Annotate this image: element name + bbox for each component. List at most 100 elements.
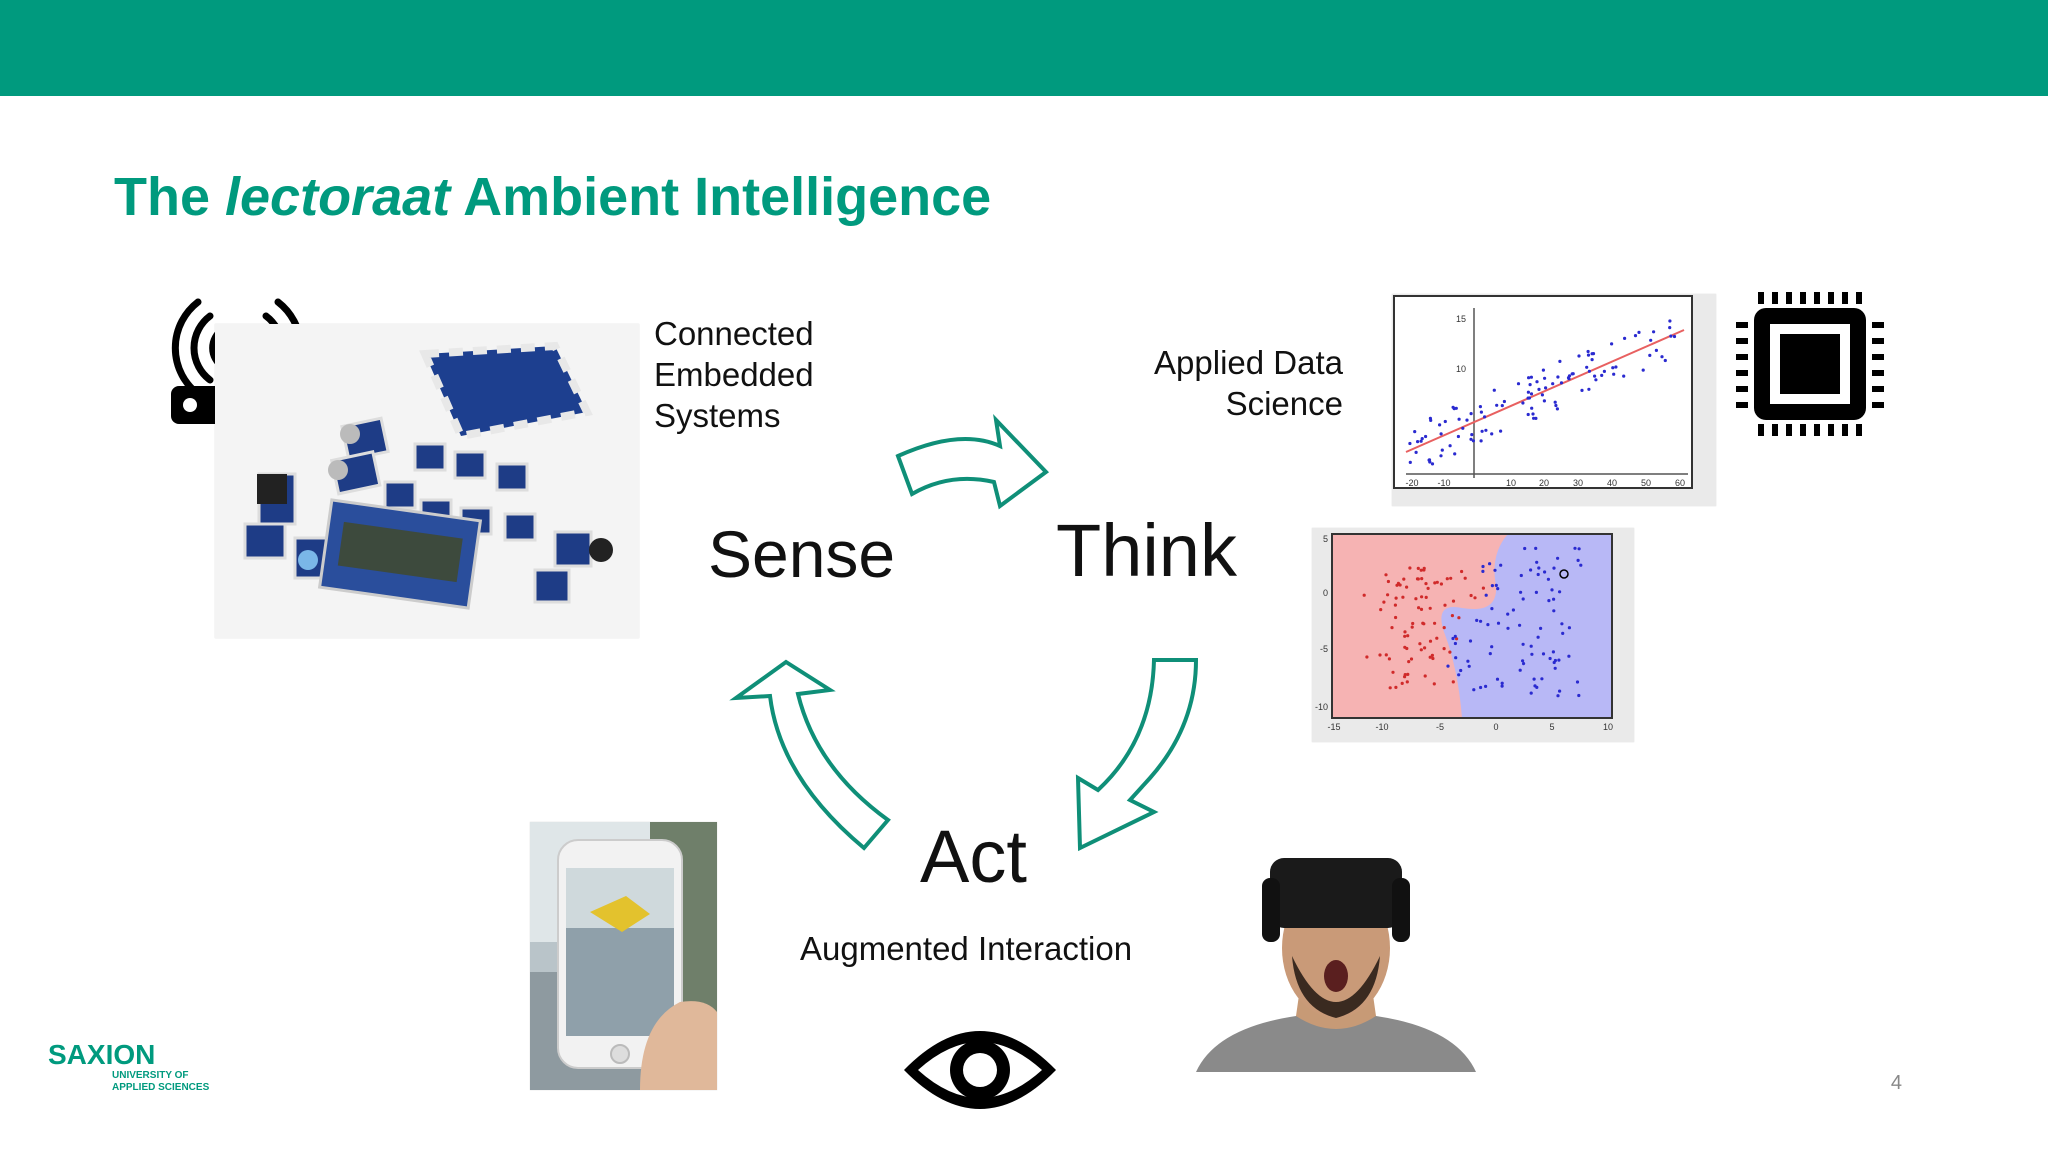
plot-dot xyxy=(1424,595,1428,599)
plot-dot xyxy=(1490,432,1494,436)
plot-dot xyxy=(1551,650,1555,654)
plot-dot xyxy=(1496,587,1500,591)
plot-dot xyxy=(1541,368,1545,372)
plot-dot xyxy=(1490,645,1494,649)
plot-dot xyxy=(1439,432,1443,436)
plot-dot xyxy=(1529,691,1533,695)
plot-dot xyxy=(1443,603,1447,607)
x-tick-label: 40 xyxy=(1607,478,1617,488)
plot-dot xyxy=(1455,637,1459,641)
plot-dot xyxy=(1552,566,1556,570)
plot-dot xyxy=(1384,653,1388,657)
plot-dot xyxy=(1529,392,1534,396)
plot-dot xyxy=(1454,656,1458,660)
plot-dot xyxy=(1516,382,1521,386)
plot-dot xyxy=(1391,670,1395,674)
plot-dot xyxy=(1611,366,1615,370)
plot-dot xyxy=(1442,647,1446,651)
plot-dot xyxy=(1567,654,1571,658)
plot-dot xyxy=(1506,612,1510,616)
plot-dot xyxy=(1379,608,1383,612)
plot-dot xyxy=(1580,388,1584,392)
plot-dot xyxy=(1591,352,1596,356)
y-tick-label: 5 xyxy=(1323,534,1328,544)
plot-dot xyxy=(1519,590,1523,594)
plot-dot xyxy=(1480,429,1484,433)
x-tick-label: 20 xyxy=(1539,478,1549,488)
plot-dot xyxy=(1637,330,1641,334)
plot-dot xyxy=(1483,415,1487,419)
plot-dot xyxy=(1535,560,1539,564)
plot-dot xyxy=(1400,681,1404,685)
plot-dot xyxy=(1394,596,1398,600)
plot-dot xyxy=(1500,684,1504,688)
plot-dot xyxy=(1393,603,1397,607)
plot-dot xyxy=(1390,626,1394,630)
plot-dot xyxy=(1542,399,1546,403)
plot-dot xyxy=(1633,334,1638,338)
plot-dot xyxy=(1398,583,1402,587)
plot-dot xyxy=(1402,577,1406,581)
y-tick-label: 15 xyxy=(1456,314,1466,324)
plot-dot xyxy=(1600,373,1604,377)
x-tick-label: 30 xyxy=(1573,478,1583,488)
plot-dot xyxy=(1537,387,1541,391)
plot-dot xyxy=(1479,619,1483,623)
plot-dot xyxy=(1553,400,1557,404)
plot-dot xyxy=(1469,593,1473,598)
plot-dot xyxy=(1579,563,1583,567)
plot-dot xyxy=(1577,354,1581,358)
plot-dot xyxy=(1654,348,1658,352)
plot-dot xyxy=(1415,577,1420,581)
plot-dot xyxy=(1672,334,1677,339)
plot-dot xyxy=(1521,597,1525,601)
plot-dot xyxy=(1518,623,1522,627)
plot-dot xyxy=(1548,656,1552,661)
plot-dot xyxy=(1527,376,1531,380)
plot-dot xyxy=(1493,568,1497,572)
x-tick-label: -5 xyxy=(1436,722,1444,732)
plot-dot xyxy=(1534,546,1538,550)
plot-dot xyxy=(1660,355,1664,359)
plot-dot xyxy=(1570,372,1574,376)
plot-dot xyxy=(1586,349,1590,354)
plot-dot xyxy=(1531,412,1535,416)
plot-dot xyxy=(1511,608,1515,612)
plot-dot xyxy=(1555,407,1559,411)
plot-dot xyxy=(1429,418,1433,422)
plot-dot xyxy=(1448,444,1452,448)
plot-dot xyxy=(1529,568,1533,572)
plot-dot xyxy=(1365,655,1369,659)
x-tick-label: 10 xyxy=(1506,478,1516,488)
plot-dot xyxy=(1534,416,1538,420)
plot-dot xyxy=(1387,657,1391,661)
plot-dot xyxy=(1453,634,1457,638)
plot-dot xyxy=(1550,588,1554,592)
plot-dot xyxy=(1556,375,1560,379)
plot-dot xyxy=(1439,582,1443,586)
plot-dot xyxy=(1587,387,1591,391)
plot-dot xyxy=(1362,593,1366,597)
plot-dot xyxy=(1414,450,1418,454)
y-tick-label: 10 xyxy=(1456,364,1466,374)
plot-dot xyxy=(1526,390,1530,394)
x-tick-label: 0 xyxy=(1493,722,1498,732)
x-tick-label: 60 xyxy=(1675,478,1685,488)
plot-dot xyxy=(1439,454,1443,458)
plot-dot xyxy=(1577,693,1581,698)
embedded-boards-photo xyxy=(215,324,639,638)
plot-dot xyxy=(1406,672,1410,676)
plot-dot xyxy=(1590,358,1594,362)
plot-dot xyxy=(1614,365,1618,369)
plot-dot xyxy=(1449,576,1453,580)
plot-dot xyxy=(1451,680,1455,684)
plot-dot xyxy=(1479,410,1483,414)
saxion-logo: SAXION UNIVERSITY OF APPLIED SCIENCES xyxy=(48,1040,220,1104)
plot-dot xyxy=(1419,648,1423,652)
plot-dot xyxy=(1532,416,1536,420)
augmented-interaction-label: Augmented Interaction xyxy=(800,930,1133,967)
plot-dot xyxy=(1470,433,1474,437)
plot-dot xyxy=(1430,462,1435,466)
think-label: Think xyxy=(1056,509,1237,592)
